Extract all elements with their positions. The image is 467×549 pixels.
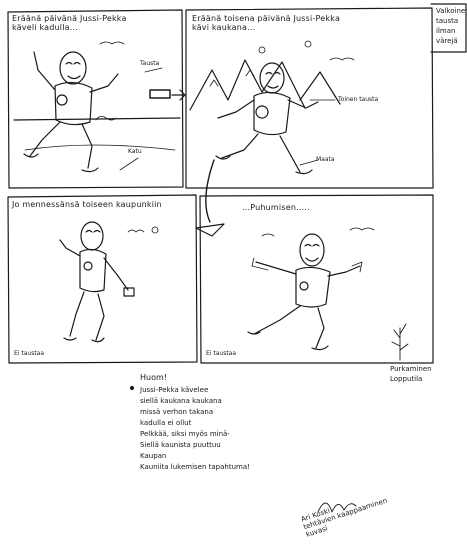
label-line: Lopputila [390,375,423,383]
panel-3-label: Ei taustaa [14,350,45,357]
panel-1-label-background: Tausta [140,60,160,67]
caption-line: Eräänä toisena päivänä Jussi-Pekka [192,14,341,23]
panel-3-caption: Jo mennessänsä toiseen kaupunkiin [12,200,162,209]
notes-title: Huom! [140,373,167,382]
note-line: Pelkkää, siksi myös minä- [140,430,230,438]
note-line: Siellä kaunista puuttuu [140,441,221,449]
note-line: missä verhon takana [140,408,214,416]
notes-list: Jussi-Pekka kävelee siellä kaukana kauka… [140,385,250,473]
caption-line: kävi kaukana... [192,23,256,32]
panel-4-caption: ...Puhumisen..... [242,203,310,212]
caption-line: ...Puhumisen..... [242,203,310,212]
corner-note-box [430,3,467,53]
note-line: Kaupan [140,452,167,460]
panel-4-border [199,194,434,364]
panel-2-label-background: Toinen tausta [338,96,379,103]
corner-note-line: Valkoinen [436,7,467,15]
corner-note: Valkoinen tausta ilman värejä [436,6,467,46]
note-line: kadulla ei ollut [140,419,192,427]
panel-4-label: Ei taustaa [206,350,237,357]
panel-1-label-street: Katu [128,148,142,155]
note-line: Kauniita lukemisen tapahtuma! [140,463,250,471]
caption-line: Eräänä päivänä Jussi-Pekka [12,14,127,23]
caption-line: käveli kadulla... [12,23,78,32]
panel-1-caption: Eräänä päivänä Jussi-Pekka käveli kadull… [12,14,127,32]
caption-line: Jo mennessänsä toiseen kaupunkiin [12,200,162,209]
panel-1-border [7,9,184,189]
panel-2-caption: Eräänä toisena päivänä Jussi-Pekka kävi … [192,14,340,32]
note-line: siellä kaukana kaukana [140,397,222,405]
corner-note-line: tausta [436,17,459,25]
panel-3-border [7,194,198,364]
panel-2-label-ground: Maata [316,156,335,163]
label-line: Purkaminen [390,365,432,373]
corner-note-line: ilman [436,27,456,35]
panel-2-border [185,7,434,189]
corner-note-line: värejä [436,37,458,45]
bottom-right-label: Purkaminen Lopputila [390,364,432,384]
note-line: Jussi-Pekka kävelee [140,386,209,394]
